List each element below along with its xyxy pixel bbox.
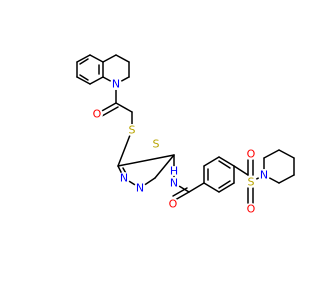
bond [233, 165, 249, 176]
structure-canvas: N O S S N N N H O [76, 54, 295, 216]
atom-label: O [93, 108, 102, 121]
atom-label: N [112, 78, 120, 91]
atom-n-quinoline: N [110, 78, 122, 91]
bond [154, 154, 175, 179]
atom-label: O [169, 198, 178, 211]
bond [188, 182, 205, 193]
atom-label: O [247, 203, 256, 216]
bond [278, 174, 295, 184]
atom-label: S [248, 176, 255, 189]
bond [115, 54, 130, 63]
atom-label: S [153, 138, 160, 151]
atom-label: N [120, 172, 128, 185]
atom-label-layer: N O S S N N N H O [91, 78, 270, 216]
bond [89, 76, 104, 85]
bond [218, 182, 235, 193]
atom-n-piperidine: N [258, 169, 270, 182]
bond [203, 156, 220, 167]
atom-s-sulfonyl: S [245, 176, 257, 189]
bond [79, 74, 89, 81]
atom-label-h: H [170, 165, 178, 178]
atom-nh-amide: N H [168, 165, 180, 190]
bond [117, 129, 133, 167]
bond [203, 182, 220, 193]
atom-label: N [260, 169, 268, 182]
bond [218, 180, 231, 189]
bond [174, 191, 190, 201]
bond [76, 76, 91, 85]
bond [99, 102, 117, 113]
bond [89, 54, 104, 63]
atom-label: S [129, 124, 136, 137]
atom-o-sulfonyl-bottom: O [245, 203, 257, 216]
atom-o-amide: O [167, 198, 179, 211]
atom-label: O [247, 148, 256, 161]
bond [117, 154, 175, 167]
atom-o-sulfonyl-top: O [245, 148, 257, 161]
atom-s-thiadiazole: S [150, 138, 162, 151]
bond [218, 160, 231, 169]
atom-label: N [136, 182, 144, 195]
bond [79, 58, 89, 65]
atom-o-ketone: O [91, 108, 103, 121]
atom-n-thiadiazole-a: N [118, 172, 130, 185]
atom-label: N [170, 177, 178, 190]
bond [101, 106, 119, 117]
molecule-structure: N O S S N N N H O [76, 54, 295, 216]
bond [263, 149, 280, 159]
bond [172, 187, 188, 197]
bond [102, 54, 117, 63]
bond [76, 54, 91, 63]
bond [278, 149, 295, 159]
atom-n-thiadiazole-b: N [134, 182, 146, 195]
bond [115, 102, 133, 113]
atom-s-thioether: S [126, 124, 138, 137]
bond [218, 156, 235, 167]
